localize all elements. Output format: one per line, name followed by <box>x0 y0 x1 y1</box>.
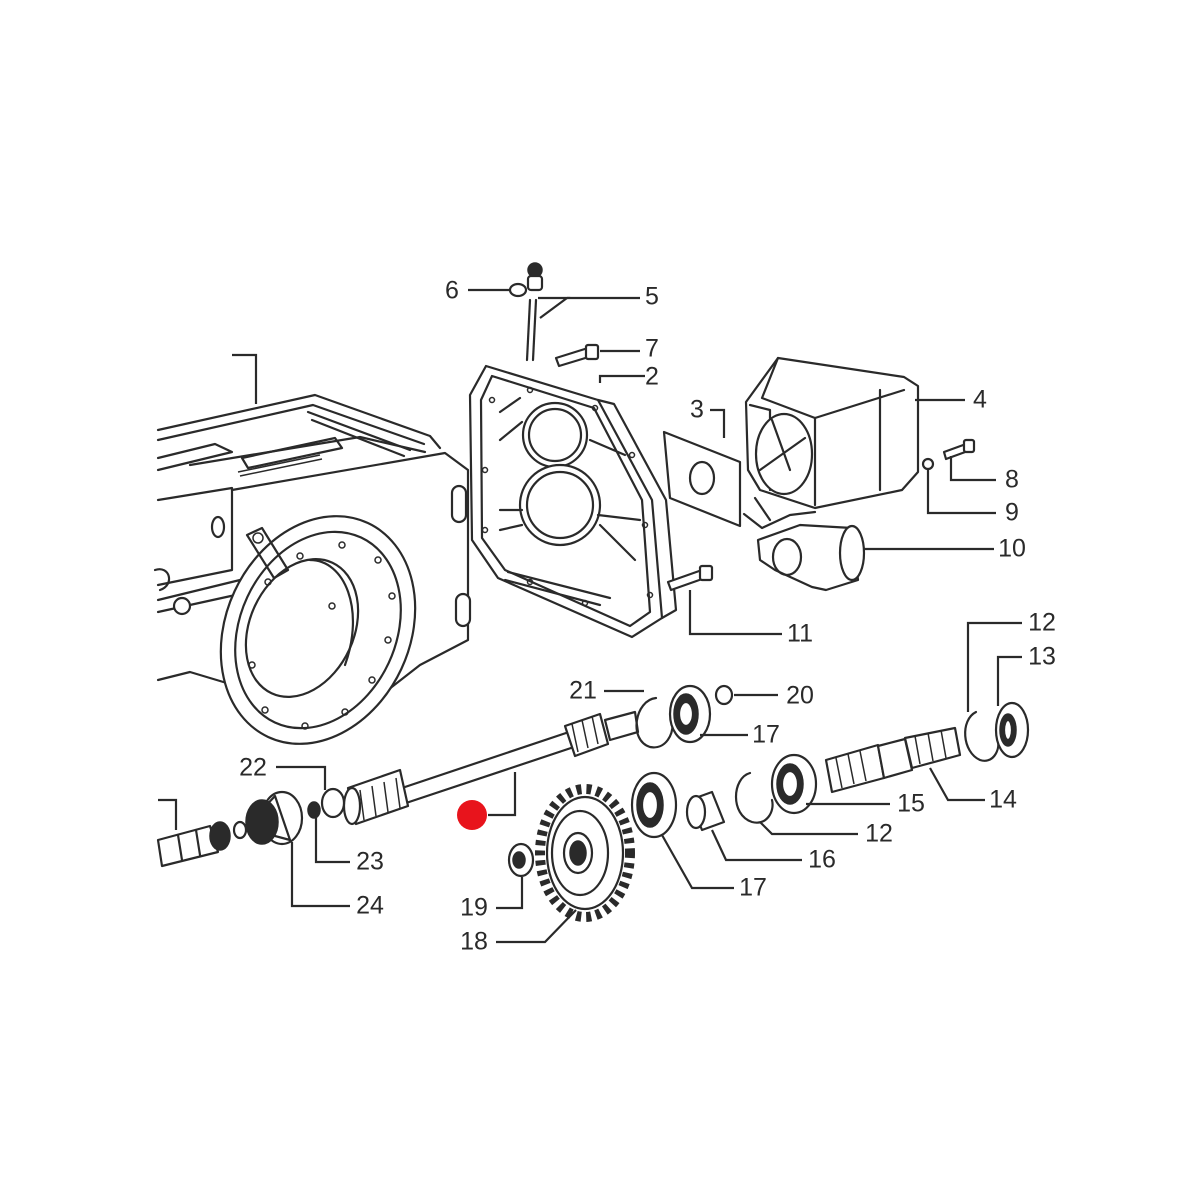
highlight-marker-dot <box>457 800 487 830</box>
nut-part-23 <box>307 801 350 864</box>
cover-plate-part-2 <box>468 364 678 639</box>
callout-20: 20 <box>786 681 814 710</box>
input-shaft <box>342 710 640 826</box>
callout-3: 3 <box>690 395 704 424</box>
callout-17-upper: 17 <box>752 720 780 749</box>
callout-22: 22 <box>239 753 267 782</box>
snap-ring-part-22 <box>276 765 346 819</box>
callout-19: 19 <box>460 893 488 922</box>
washer-part-20 <box>714 684 778 706</box>
spacer-part-16 <box>685 790 802 862</box>
callout-17-lower: 17 <box>739 873 767 902</box>
dipstick-part-5 <box>525 262 640 362</box>
gearbox-housing <box>153 353 472 745</box>
callout-10: 10 <box>998 534 1026 563</box>
pto-shaft-part-14 <box>824 726 985 802</box>
callout-2: 2 <box>645 362 659 391</box>
snap-ring-part-21 <box>604 689 674 749</box>
nut-part-19 <box>496 842 535 910</box>
callout-4: 4 <box>973 385 987 414</box>
callout-14: 14 <box>989 785 1017 814</box>
callout-16: 16 <box>808 845 836 874</box>
gear-part-18 <box>496 784 635 944</box>
callout-6: 6 <box>445 276 459 305</box>
washer-part-6 <box>468 282 528 298</box>
bolt-part-8 <box>942 438 996 482</box>
callout-13: 13 <box>1028 642 1056 671</box>
callout-23: 23 <box>356 847 384 876</box>
callout-24: 24 <box>356 891 384 920</box>
bearing-part-17-lower <box>630 771 734 890</box>
bolt-part-7 <box>554 343 640 368</box>
shaft-housing-part-10 <box>742 496 994 592</box>
callout-8: 8 <box>1005 465 1019 494</box>
callout-12-top: 12 <box>1028 608 1056 637</box>
bolt-part-11 <box>666 564 782 636</box>
callout-11: 11 <box>787 619 813 648</box>
coupling-part-24 <box>243 790 350 908</box>
callout-15: 15 <box>897 789 925 818</box>
snap-ring-part-12-right <box>964 621 1022 762</box>
callout-7: 7 <box>645 334 659 363</box>
left-output-shaft <box>156 798 248 868</box>
washer-part-9 <box>921 457 996 515</box>
snap-ring-part-12-mid <box>735 771 858 836</box>
gasket-part-3 <box>662 408 742 528</box>
callout-21: 21 <box>569 676 597 705</box>
bearing-part-17-upper <box>668 684 748 744</box>
pto-housing-part-4 <box>744 356 965 510</box>
seal-part-13 <box>994 655 1030 759</box>
callout-18: 18 <box>460 927 488 956</box>
callout-12-mid: 12 <box>865 819 893 848</box>
bearing-part-15 <box>770 753 890 815</box>
callout-5: 5 <box>645 282 659 311</box>
callout-9: 9 <box>1005 498 1019 527</box>
